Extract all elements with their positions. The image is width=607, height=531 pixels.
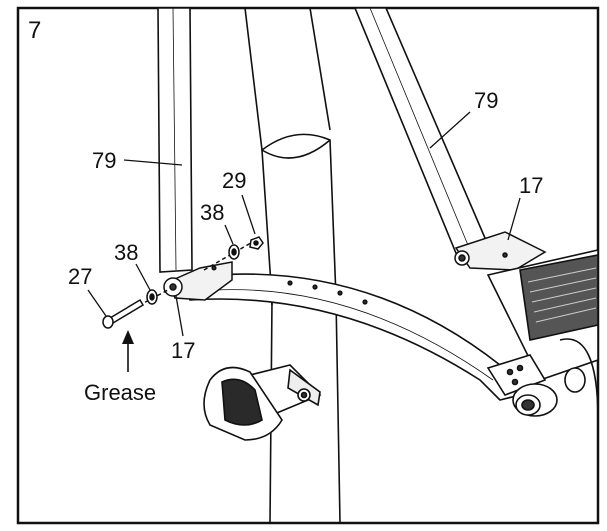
bracket-right bbox=[454, 231, 547, 271]
callout-17-left: 17 bbox=[171, 338, 195, 363]
grease-label: Grease bbox=[84, 380, 156, 405]
washer-38-lower bbox=[146, 289, 158, 305]
hardware-exploded bbox=[102, 236, 264, 329]
bracket-left bbox=[163, 261, 233, 301]
leader-79-right bbox=[429, 111, 471, 149]
washer-38-upper bbox=[228, 244, 240, 260]
bolt-27 bbox=[102, 298, 145, 329]
leader-17-left bbox=[175, 295, 184, 337]
nut-29 bbox=[249, 236, 264, 250]
leader-38-upper bbox=[224, 224, 234, 245]
leader-29 bbox=[241, 194, 256, 235]
leader-27 bbox=[87, 289, 107, 317]
flywheel-shroud bbox=[486, 248, 599, 421]
callout-27: 27 bbox=[68, 264, 92, 289]
callout-29: 29 bbox=[222, 168, 246, 193]
leader-79-left bbox=[123, 159, 183, 166]
grease-arrow bbox=[122, 330, 134, 372]
callout-38-upper: 38 bbox=[200, 200, 224, 225]
callout-17-right: 17 bbox=[519, 173, 543, 198]
callout-38-lower: 38 bbox=[114, 240, 138, 265]
leader-17-right bbox=[507, 197, 521, 241]
leader-38-lower bbox=[135, 263, 151, 291]
callout-79-left: 79 bbox=[92, 148, 116, 173]
callout-79-right: 79 bbox=[474, 88, 498, 113]
rear-leg-left bbox=[157, 7, 193, 273]
front-stabilizer bbox=[203, 364, 322, 441]
leader-lines bbox=[87, 111, 521, 337]
step-number: 7 bbox=[28, 17, 41, 44]
